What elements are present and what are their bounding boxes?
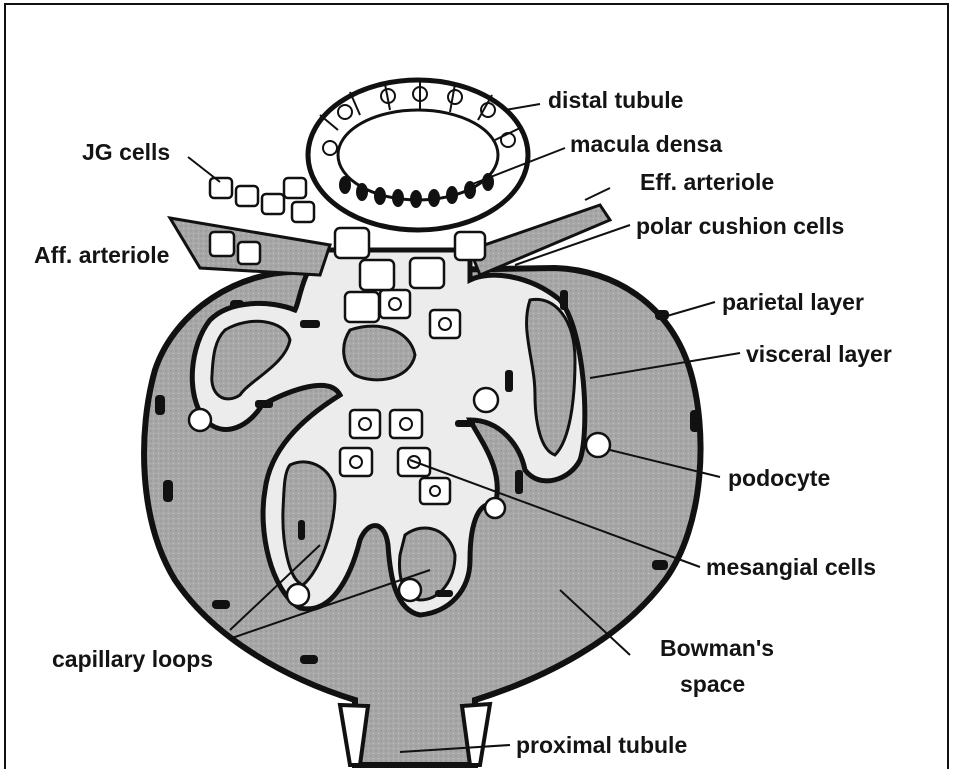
distal-tubule [308,80,528,230]
label-eff-arteriole: Eff. arteriole [640,170,774,194]
label-parietal-layer: parietal layer [722,290,864,314]
label-visceral-layer: visceral layer [746,342,892,366]
label-podocyte: podocyte [728,466,830,490]
label-jg-cells: JG cells [82,140,170,164]
label-distal-tubule: distal tubule [548,88,683,112]
label-capillary-loops: capillary loops [52,647,213,671]
label-bowmans-space-1: Bowman's [660,636,774,660]
label-bowmans-space-2: space [680,672,745,696]
label-macula-densa: macula densa [570,132,722,156]
label-aff-arteriole: Aff. arteriole [34,243,169,267]
label-polar-cushion-cells: polar cushion cells [636,214,844,238]
label-proximal-tubule: proximal tubule [516,733,687,757]
label-mesangial-cells: mesangial cells [706,555,876,579]
